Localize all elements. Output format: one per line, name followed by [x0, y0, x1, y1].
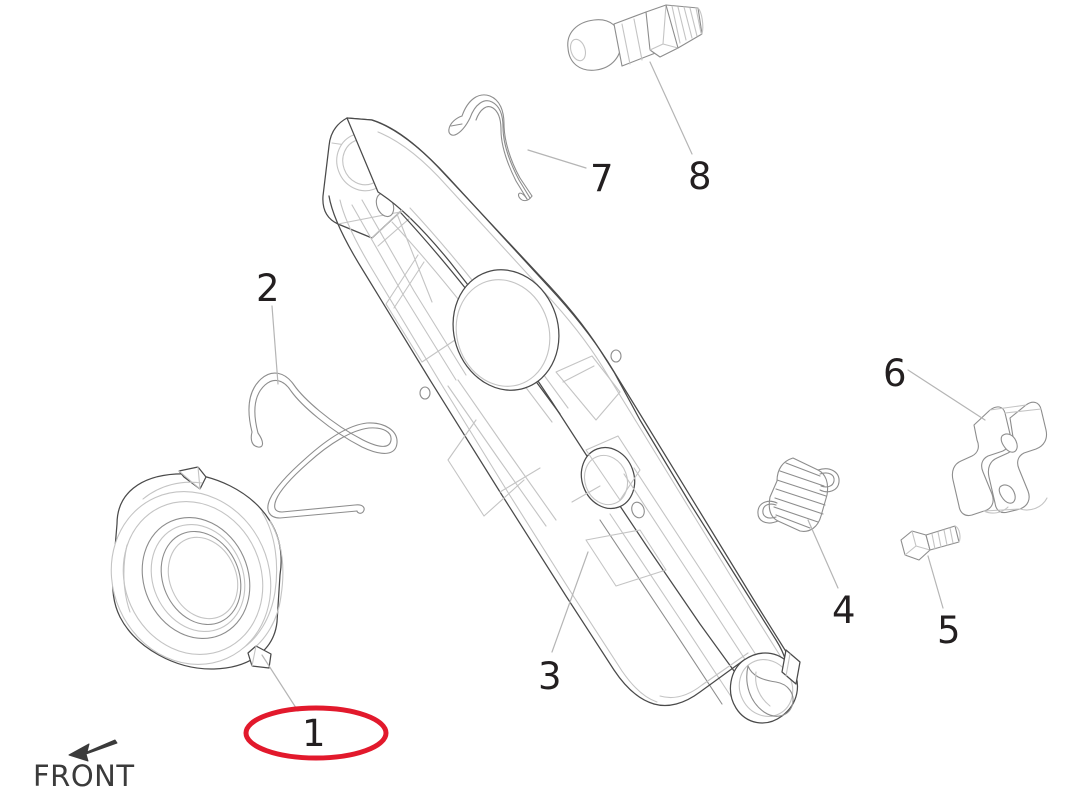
callout-label-1: 1 — [302, 712, 326, 755]
part-spring-retainer-clip — [448, 94, 533, 202]
leader-line-5 — [927, 555, 944, 609]
part-clutch-release-fork — [322, 117, 801, 724]
callout-label-2: 2 — [256, 267, 280, 310]
leader-line-4 — [807, 519, 839, 589]
front-label: FRONT — [33, 759, 135, 793]
front-arrow-icon — [68, 739, 118, 762]
callout-label-4: 4 — [832, 589, 856, 632]
leader-lines — [261, 61, 986, 712]
callout-label-8: 8 — [688, 155, 712, 198]
part-pivot-ball-stud — [567, 4, 704, 71]
callout-label-6: 6 — [883, 352, 907, 395]
callout-label-3: 3 — [538, 655, 562, 698]
leader-line-1 — [261, 654, 299, 712]
leader-line-7 — [527, 149, 587, 169]
leader-line-3 — [551, 551, 589, 653]
front-orientation-marker: FRONT — [33, 738, 153, 794]
leader-line-2 — [271, 305, 279, 385]
part-coil-return-spring — [757, 457, 840, 532]
callout-label-5: 5 — [937, 609, 961, 652]
callout-label-7: 7 — [590, 157, 614, 200]
leader-line-8 — [649, 61, 693, 155]
leader-line-6 — [907, 369, 986, 421]
part-release-bearing — [110, 466, 284, 670]
part-sheet-metal-bracket-clip — [951, 401, 1048, 517]
highlight-ellipse-part-1 — [243, 705, 389, 761]
part-wire-retaining-clip — [248, 372, 398, 519]
part-hex-head-bolt — [900, 525, 961, 561]
